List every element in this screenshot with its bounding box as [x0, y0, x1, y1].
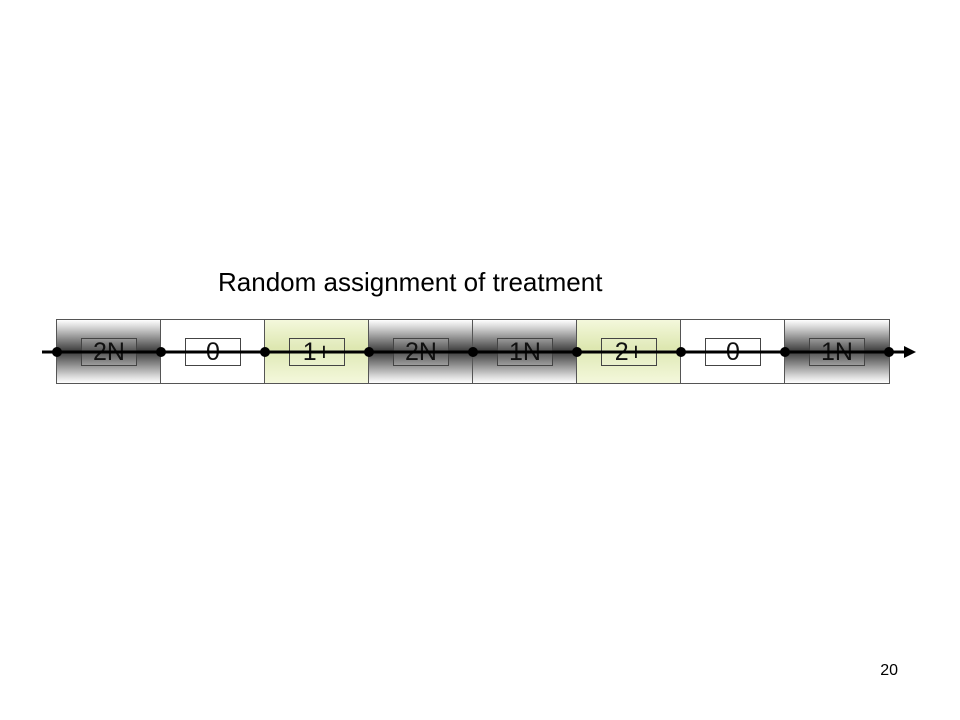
- plot-3-label: 1+: [289, 338, 345, 366]
- plot-1: 2N: [56, 319, 162, 384]
- plot-8-label: 1N: [809, 338, 865, 366]
- plot-4: 2N: [368, 319, 474, 384]
- page-number: 20: [880, 662, 898, 679]
- plot-5: 1N: [472, 319, 578, 384]
- plot-2: 0: [160, 319, 266, 384]
- plot-1-label: 2N: [81, 338, 137, 366]
- slide-title: Random assignment of treatment: [218, 267, 603, 297]
- plot-4-label: 2N: [393, 338, 449, 366]
- plot-7: 0: [680, 319, 786, 384]
- plot-2-label: 0: [185, 338, 241, 366]
- plot-6-label: 2+: [601, 338, 657, 366]
- plot-6: 2+: [576, 319, 682, 384]
- plot-strip: 2N 0 1+ 2N 1N 2+ 0 1N: [56, 319, 890, 384]
- plot-8: 1N: [784, 319, 890, 384]
- plot-5-label: 1N: [497, 338, 553, 366]
- plot-3: 1+: [264, 319, 370, 384]
- timeline-arrowhead: [904, 346, 916, 358]
- plot-7-label: 0: [705, 338, 761, 366]
